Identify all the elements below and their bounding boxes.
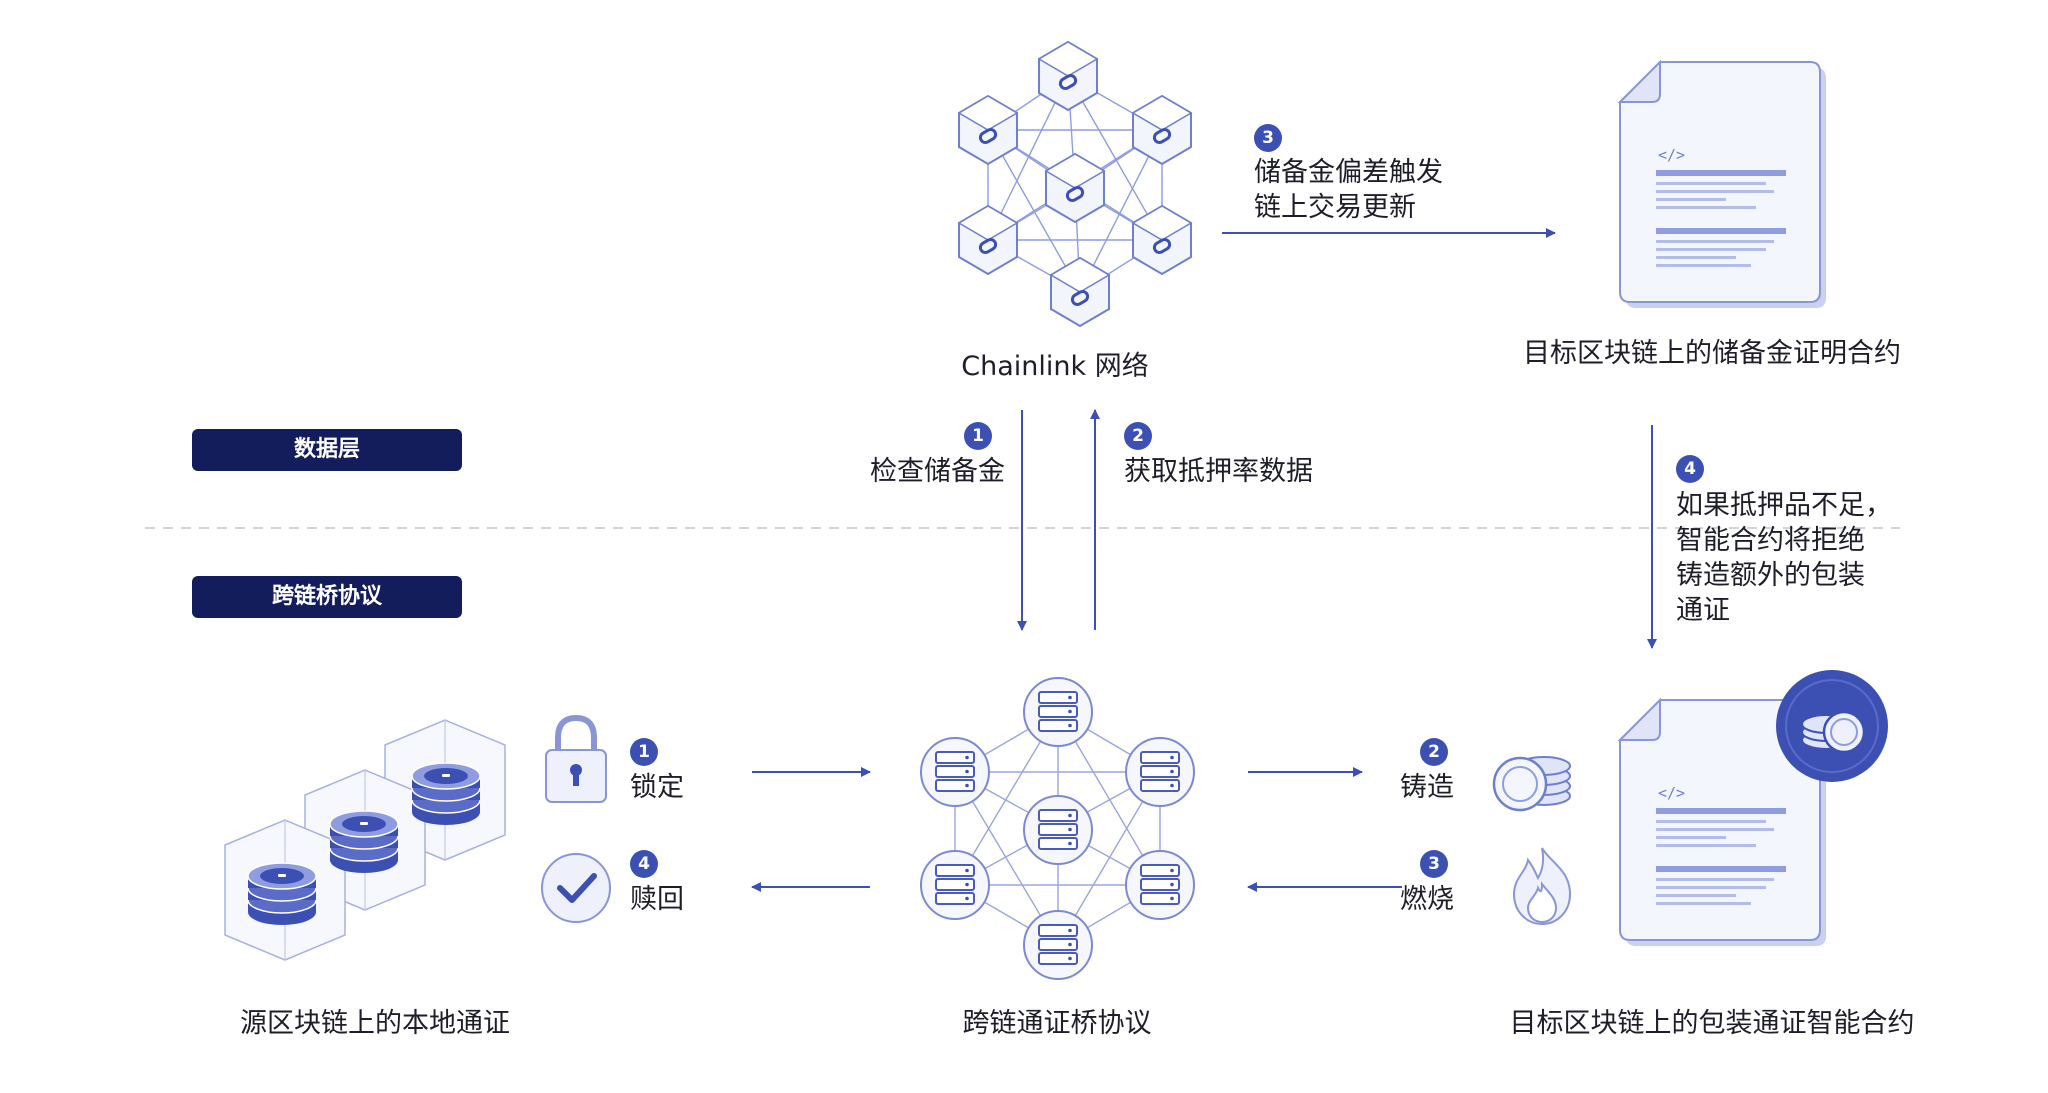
step-trigger-line1: 储备金偏差触发	[1254, 157, 1443, 188]
step-badge: 1	[630, 738, 658, 766]
bridge-layer-tag: 跨链桥协议	[192, 576, 462, 618]
chainlink-node-icon	[957, 204, 1019, 276]
step-reject-line4: 通证	[1676, 595, 1730, 626]
chainlink-node-icon	[1131, 94, 1193, 166]
step-badge: 2	[1420, 738, 1448, 766]
server-node-icon	[1125, 737, 1195, 807]
step-get-collateral-label: 获取抵押率数据	[1124, 456, 1313, 487]
server-node-icon	[1023, 910, 1093, 980]
step-badge: 3	[1254, 124, 1282, 152]
mint-coins-icon	[1492, 756, 1571, 812]
step-badge: 1	[964, 422, 992, 450]
bridge-network-graphic	[920, 677, 1195, 980]
step-trigger-line2: 链上交易更新	[1254, 192, 1416, 223]
document-icon	[1619, 61, 1827, 309]
server-node-icon	[1023, 795, 1093, 865]
coin-stack-icon	[411, 762, 481, 826]
wrapped-contract-label: 目标区块链上的包装通证智能合约	[1509, 1008, 1915, 1039]
code-tag-icon: </>	[1658, 784, 1685, 802]
step-badge: 4	[1676, 455, 1704, 483]
data-layer-tag: 数据层	[192, 429, 462, 471]
coin-stack-icon	[329, 810, 399, 874]
source-tokens-label: 源区块链上的本地通证	[240, 1008, 510, 1039]
step-redeem-label: 赎回	[630, 884, 684, 915]
step-reject-line3: 铸造额外的包装	[1676, 560, 1865, 591]
flame-icon	[1512, 847, 1572, 926]
step-burn-label: 燃烧	[1400, 884, 1454, 915]
server-node-icon	[1125, 850, 1195, 920]
chainlink-network-graphic	[957, 40, 1193, 328]
code-tag-icon: </>	[1658, 146, 1685, 164]
step-check-reserves-label: 检查储备金	[870, 456, 1005, 487]
server-node-icon	[920, 737, 990, 807]
check-icon	[541, 853, 611, 923]
step-badge: 4	[630, 850, 658, 878]
step-badge: 2	[1124, 422, 1152, 450]
source-token-cubes-graphic	[224, 719, 506, 961]
coin-badge-icon	[1776, 670, 1888, 782]
step-mint-label: 铸造	[1400, 772, 1454, 803]
chainlink-node-icon	[1044, 152, 1106, 224]
bridge-protocol-label: 跨链通证桥协议	[962, 1008, 1152, 1039]
step-reject-line2: 智能合约将拒绝	[1676, 525, 1865, 556]
chainlink-node-icon	[1049, 256, 1111, 328]
lock-icon	[545, 714, 607, 803]
server-node-icon	[1023, 677, 1093, 747]
coin-stack-icon	[247, 862, 317, 926]
step-lock-label: 锁定	[630, 772, 684, 803]
por-contract-label: 目标区块链上的储备金证明合约	[1523, 338, 1901, 369]
chainlink-node-icon	[1037, 40, 1099, 112]
server-node-icon	[920, 850, 990, 920]
chainlink-node-icon	[957, 94, 1019, 166]
step-reject-line1: 如果抵押品不足，	[1676, 490, 1892, 521]
chainlink-node-icon	[1131, 204, 1193, 276]
chainlink-network-label: Chainlink 网络	[961, 351, 1149, 382]
step-badge: 3	[1420, 850, 1448, 878]
